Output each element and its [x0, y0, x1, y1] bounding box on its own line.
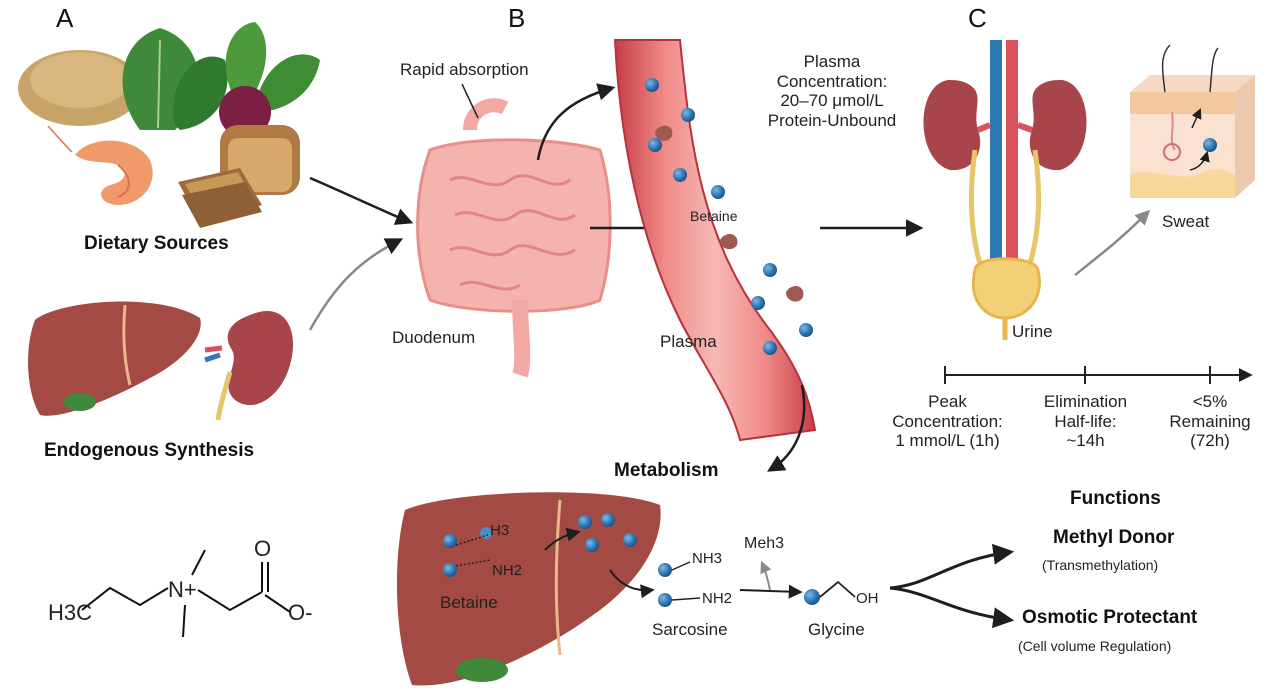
sweat-label: Sweat	[1162, 212, 1210, 231]
arrow-synthesis-to-gut	[308, 238, 404, 331]
urine-label: Urine	[1012, 322, 1053, 341]
arrow-to-sweat	[1074, 209, 1151, 276]
intestine-illustration	[416, 98, 612, 378]
vessel-betaine-label: Betaine	[690, 208, 738, 224]
betaine-nh2-label: NH2	[492, 562, 523, 579]
arrow-functions-upper	[889, 543, 1015, 590]
arrow-to-glycine	[739, 584, 803, 599]
arrow-dietary-to-gut	[309, 176, 414, 225]
sarcosine-nh2-label: NH2	[702, 590, 733, 607]
liver-illustration-a	[28, 301, 201, 416]
pointer-rapid-absorption	[461, 83, 479, 119]
sarcosine-nh3-label: NH3	[692, 550, 723, 567]
dietary-sources-label: Dietary Sources	[84, 233, 229, 254]
glycine-oh-label: OH	[856, 590, 879, 607]
methyl-donor-label: Methyl Donor	[1053, 527, 1175, 548]
panel-label-a: A	[56, 3, 74, 33]
timeline-label-remaining: <5% Remaining (72h)	[1169, 392, 1251, 451]
timeline-label-half-life: Elimination Half-life: ~14h	[1043, 392, 1128, 451]
vessel-molecules	[645, 78, 813, 355]
osmotic-protectant-sub: (Cell volume Regulation)	[1018, 638, 1172, 654]
betaine-h3-label: H3	[490, 522, 510, 539]
molecule-oxygen-top: O	[254, 536, 272, 561]
metabolism-molecules	[443, 513, 856, 607]
shrimp	[75, 140, 153, 205]
functions-title: Functions	[1070, 488, 1161, 509]
arrow-vessel-to-metabolism	[766, 384, 806, 472]
dietary-foods-illustration	[18, 22, 320, 228]
skin-block	[1130, 44, 1255, 198]
duodenum-label: Duodenum	[392, 328, 476, 347]
methyl-donor-sub: (Transmethylation)	[1042, 557, 1159, 573]
molecule-h3c: H3C	[48, 600, 93, 625]
panel-label-b: B	[508, 3, 526, 33]
urinary-system	[923, 40, 1087, 340]
beet-leaves	[225, 22, 267, 100]
plasma-label: Plasma	[660, 332, 717, 351]
molecule-oxygen-minus: O-	[288, 600, 313, 625]
sarcosine-label: Sarcosine	[652, 620, 728, 639]
glycine-label: Glycine	[808, 620, 865, 639]
arrow-to-sarcosine	[609, 569, 655, 599]
betaine-metabolism-label: Betaine	[440, 593, 498, 612]
betaine-structure	[81, 549, 291, 638]
meh3-label: Meh3	[744, 535, 785, 552]
panel-label-c: C	[968, 3, 987, 33]
osmotic-protectant-label: Osmotic Protectant	[1022, 607, 1198, 628]
elimination-timeline	[944, 366, 1253, 384]
rapid-absorption-label: Rapid absorption	[400, 60, 529, 79]
metabolism-title: Metabolism	[614, 460, 719, 481]
arrow-betaine-transfer	[544, 527, 581, 551]
plasma-concentration-label: Plasma Concentration: 20–70 μmol/L Prote…	[767, 52, 897, 130]
liver-illustration-metabolism	[396, 492, 661, 686]
arrow-functions-lower	[889, 586, 1015, 629]
endogenous-synthesis-label: Endogenous Synthesis	[44, 440, 255, 461]
arrow-absorption-up	[536, 83, 616, 161]
molecule-n-plus: N+	[168, 577, 197, 602]
kidney-illustration-a	[204, 311, 294, 421]
timeline-label-peak: Peak Concentration: 1 mmol/L (1h)	[892, 392, 1003, 451]
arrow-methyl-release	[760, 560, 772, 591]
